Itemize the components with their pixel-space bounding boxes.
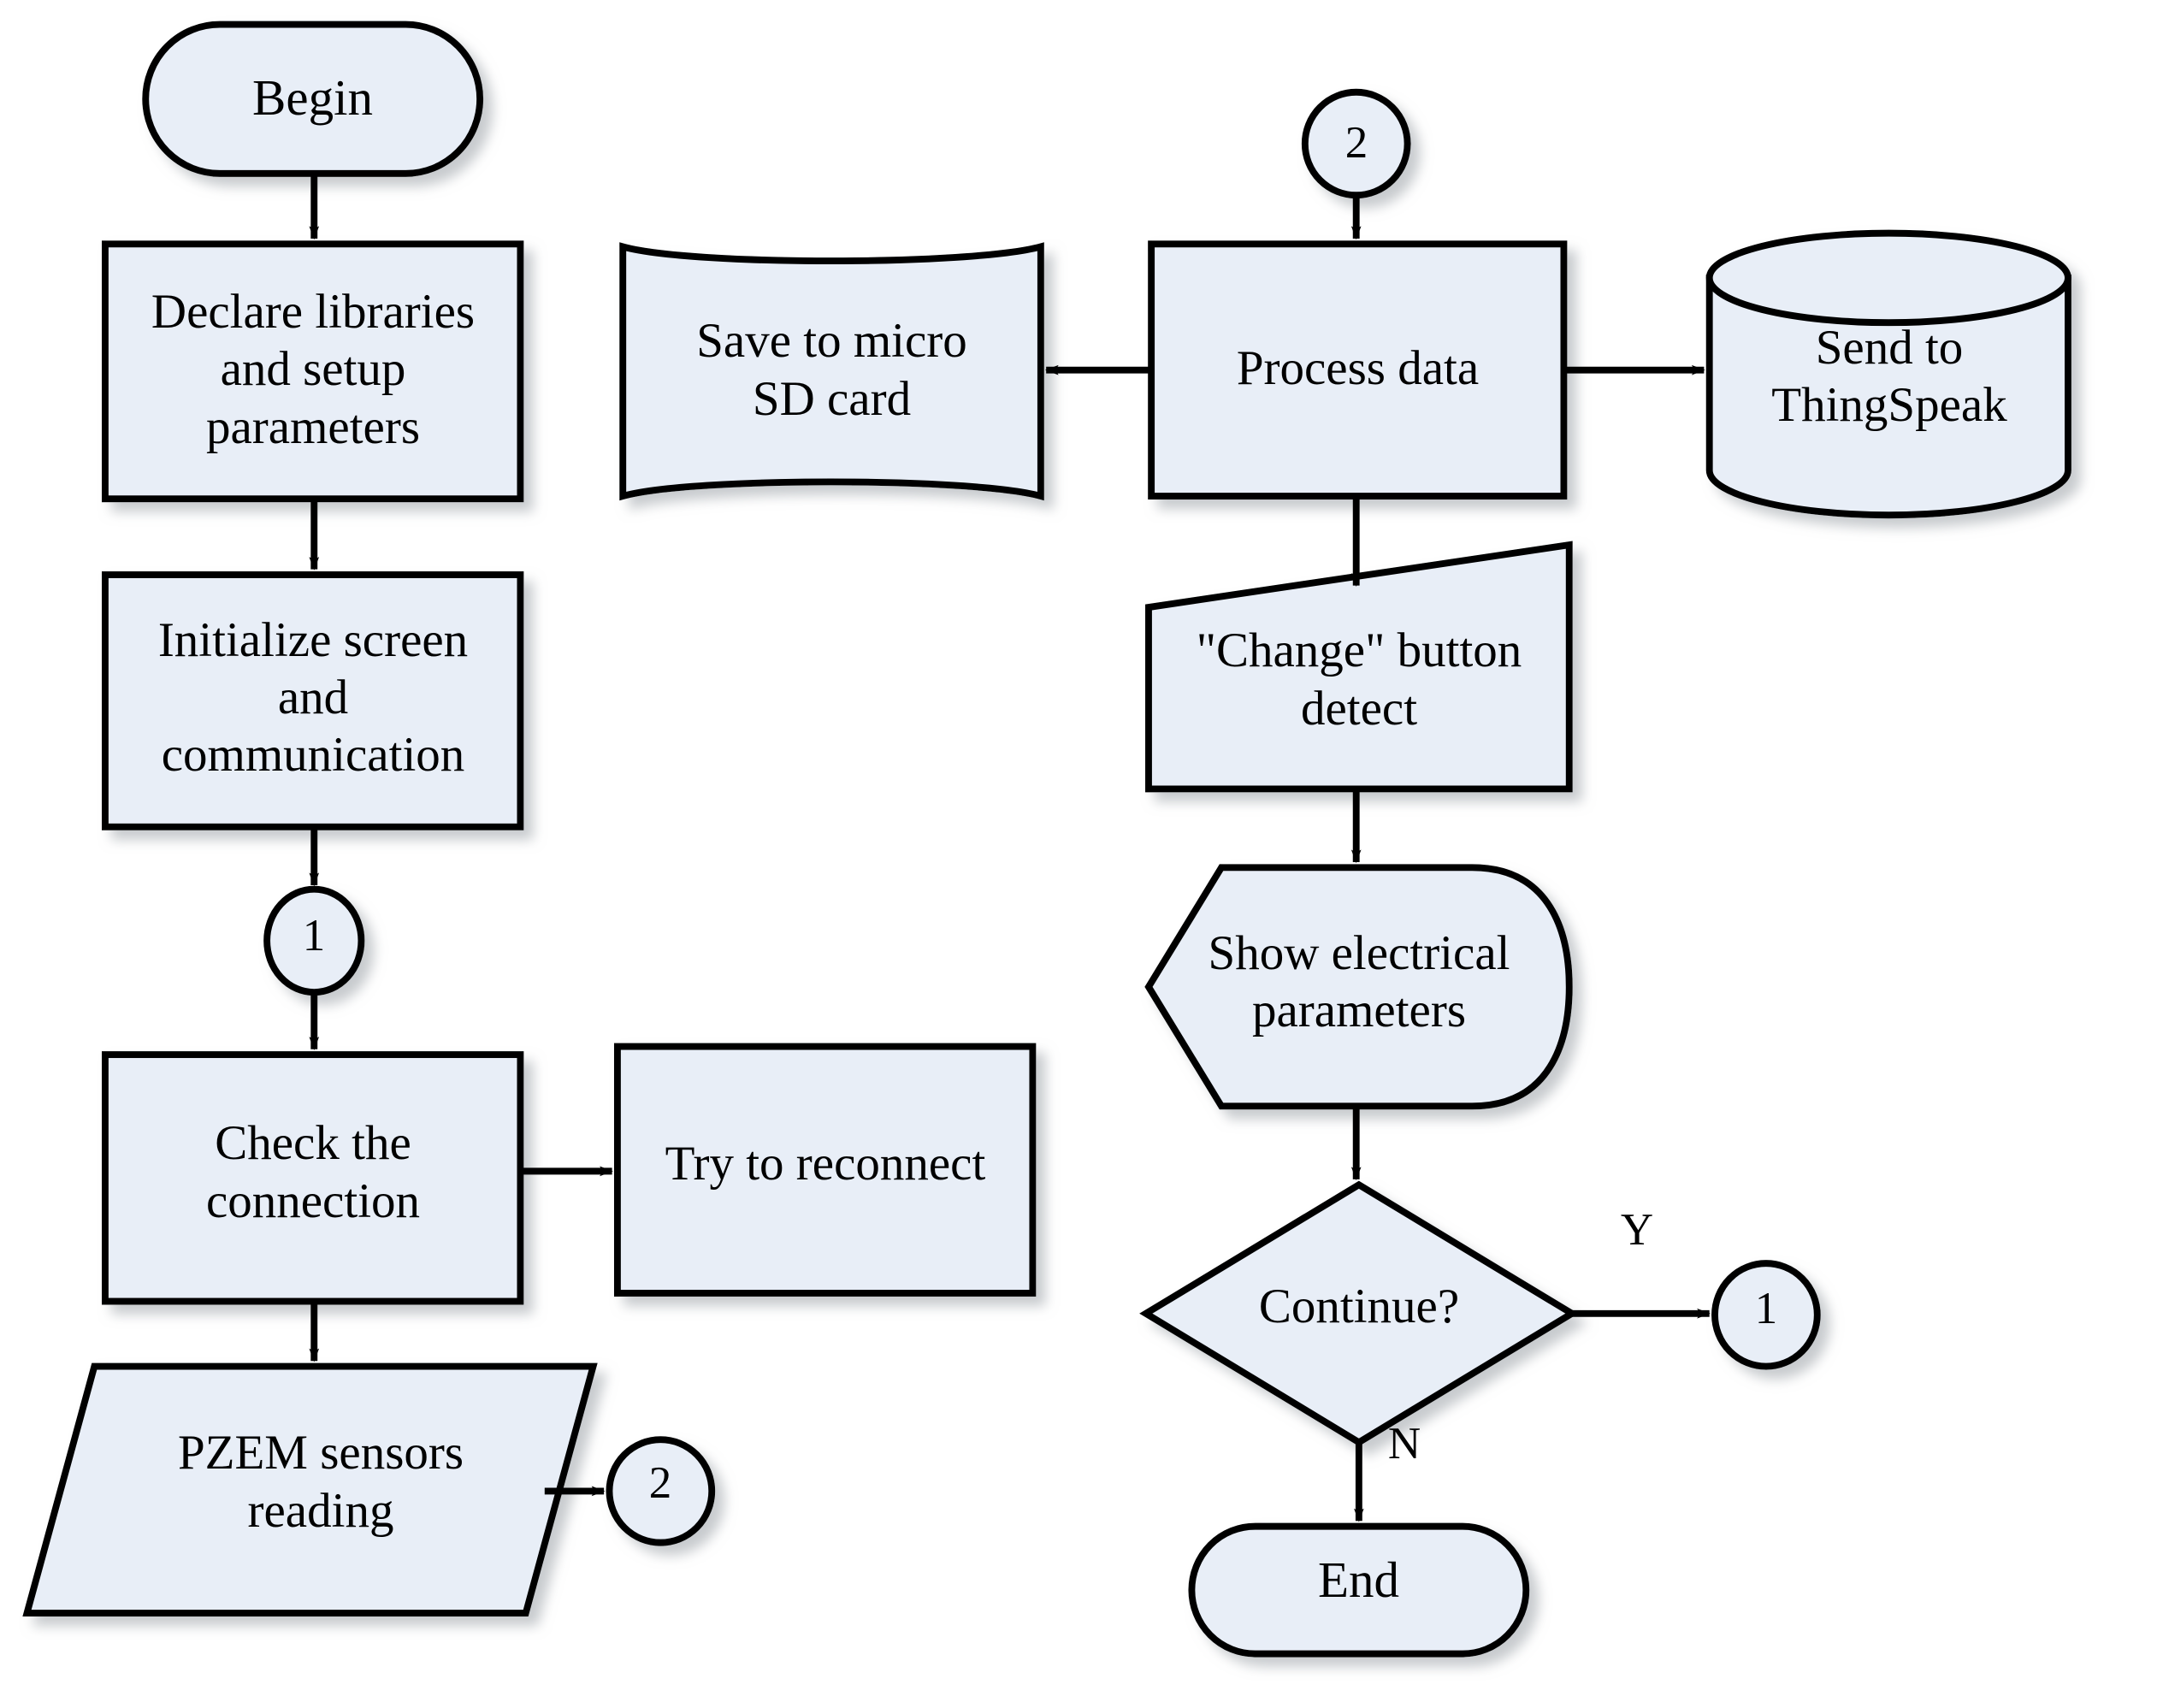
edge-label-no: N (1387, 1419, 1421, 1469)
node-continue-decision (1139, 1180, 1579, 1446)
node-begin (142, 21, 484, 177)
node-pzem-sensors-reading (22, 1362, 598, 1617)
node-try-reconnect (613, 1043, 1037, 1297)
node-change-button-detect (1145, 541, 1573, 793)
node-show-parameters (1144, 864, 1573, 1110)
edge-label-yes: Y (1620, 1205, 1654, 1255)
node-connector-1-right (1711, 1260, 1821, 1370)
node-save-sd-card (619, 242, 1044, 501)
node-send-thingspeak (1705, 274, 2071, 519)
node-connector-2-top (1301, 88, 1411, 199)
node-end (1188, 1522, 1530, 1658)
node-connector-1-left (263, 885, 365, 996)
node-connector-2-left (606, 1436, 716, 1546)
node-declare-libraries (102, 240, 524, 503)
node-thingspeak-top (1705, 229, 2071, 327)
node-initialize-screen (102, 571, 524, 830)
node-check-connection (102, 1051, 524, 1305)
node-process-data (1148, 240, 1568, 500)
